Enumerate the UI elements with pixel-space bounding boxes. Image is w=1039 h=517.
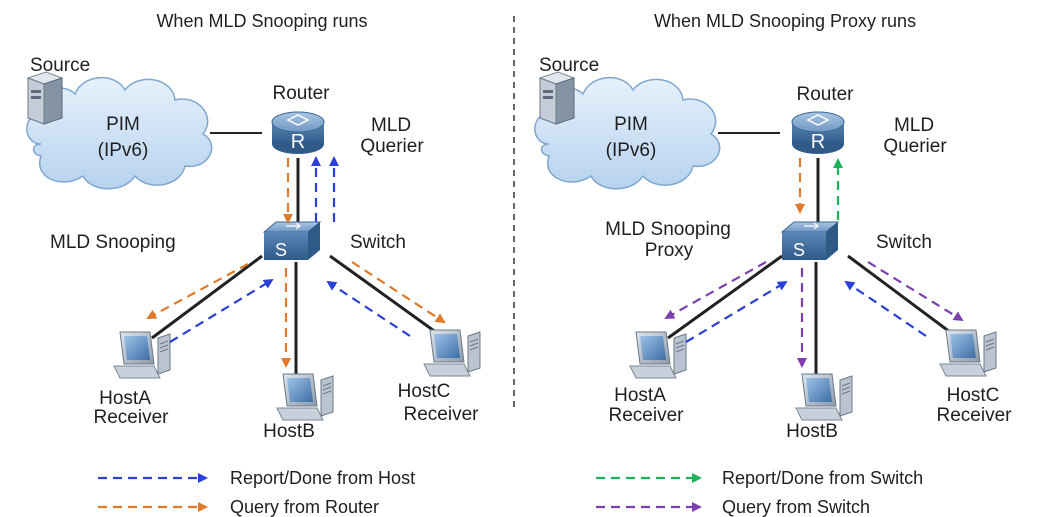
left-snooping-label: MLD Snooping: [50, 232, 176, 253]
right-hostb-label: HostB: [786, 421, 838, 442]
left-querier-label-1: MLD: [371, 115, 411, 136]
right-hostc-pc-icon: [939, 329, 997, 377]
right-querier-label-2: Querier: [883, 136, 947, 157]
legend-query-router-label: Query from Router: [230, 497, 379, 517]
left-query-to-hostc-arrow: [351, 261, 446, 324]
left-hostc-label-1: HostC: [398, 381, 451, 402]
left-report-from-hosta-arrow: [169, 278, 274, 343]
left-switch-icon: [263, 221, 321, 261]
right-source-label: Source: [539, 55, 599, 76]
left-hosta-label-2: Receiver: [94, 407, 170, 428]
left-hostb-pc-icon: [276, 373, 334, 421]
right-switch-glyph: S: [793, 240, 805, 260]
right-title: When MLD Snooping Proxy runs: [654, 11, 916, 31]
left-title: When MLD Snooping runs: [156, 11, 367, 31]
right-report-from-hosta-arrow: [685, 280, 788, 343]
legend-report-host-label: Report/Done from Host: [230, 468, 415, 488]
right-cloud-label-1: PIM: [614, 114, 648, 135]
right-switch-label: Switch: [876, 232, 932, 253]
left-cloud-label-1: PIM: [106, 114, 140, 135]
left-switch-label: Switch: [350, 232, 406, 253]
left-router-glyph: R: [291, 131, 305, 153]
left-querier-label-2: Querier: [360, 136, 424, 157]
right-router-label: Router: [796, 84, 854, 105]
left-hostc-pc-icon: [423, 329, 481, 377]
left-cloud-label-2: (IPv6): [98, 140, 149, 161]
left-link-switch-hostc: [329, 254, 445, 340]
right-query-to-hosta-arrow: [664, 261, 767, 319]
right-source-server-icon: [539, 71, 575, 125]
left-hosta-pc-icon: [113, 331, 171, 379]
right-report-from-hostc-arrow: [844, 280, 927, 337]
legend-query-switch-label: Query from Switch: [722, 497, 870, 517]
right-hostc-label-2: Receiver: [937, 405, 1013, 426]
right-link-switch-hostc: [847, 254, 959, 340]
left-router-label: Router: [272, 83, 330, 104]
right-switch-icon: [781, 221, 839, 261]
left-link-switch-hosta: [151, 254, 263, 340]
right-router-glyph: R: [811, 131, 825, 153]
left-report-from-hostc-arrow: [326, 280, 411, 337]
right-proxy-label-2: Proxy: [645, 240, 694, 261]
right-hosta-pc-icon: [629, 331, 687, 379]
left-query-to-hosta-arrow: [146, 263, 249, 319]
right-hosta-label-1: HostA: [614, 385, 666, 406]
right-hostb-pc-icon: [795, 373, 853, 421]
right-query-to-hostc-arrow: [867, 261, 964, 322]
right-hosta-label-2: Receiver: [609, 405, 685, 426]
legend-report-switch-label: Report/Done from Switch: [722, 468, 923, 488]
right-proxy-label-1: MLD Snooping: [605, 219, 731, 240]
right-link-switch-hosta: [667, 254, 783, 340]
right-hostc-label-1: HostC: [947, 385, 1000, 406]
left-hostb-label: HostB: [263, 421, 315, 442]
left-hosta-label-1: HostA: [99, 388, 151, 409]
left-source-server-icon: [27, 71, 63, 125]
right-querier-label-1: MLD: [894, 115, 934, 136]
left-switch-glyph: S: [275, 240, 287, 260]
left-hostc-label-2: Receiver: [404, 404, 480, 425]
left-source-label: Source: [30, 55, 90, 76]
right-cloud-label-2: (IPv6): [606, 140, 657, 161]
